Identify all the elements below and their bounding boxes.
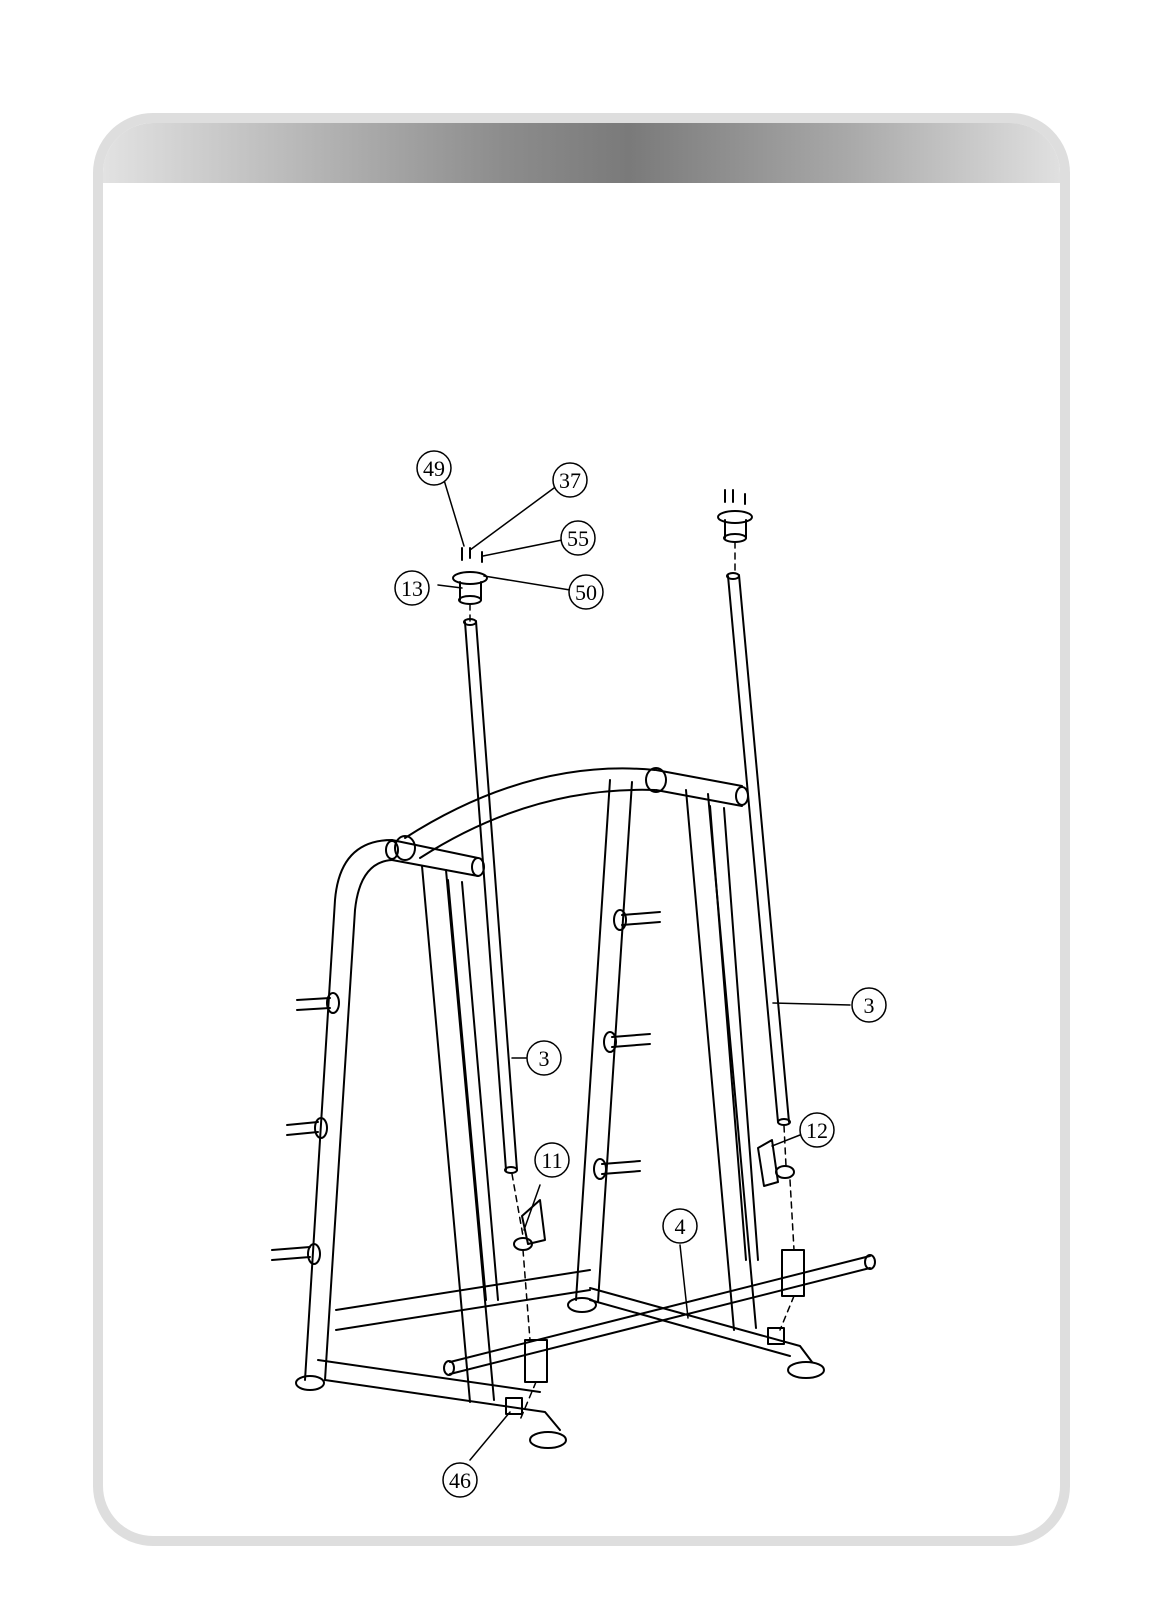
callout-37: 37: [553, 463, 587, 497]
svg-text:37: 37: [559, 468, 581, 493]
left-front-upright: [422, 866, 498, 1402]
slider-right: [758, 1140, 804, 1296]
top-cap-left: [453, 548, 487, 604]
svg-text:13: 13: [401, 576, 423, 601]
svg-text:50: 50: [575, 580, 597, 605]
top-arch: [395, 768, 666, 860]
right-top-crossbar: [656, 770, 748, 806]
callout-55: 55: [561, 521, 595, 555]
guide-rod-right: [727, 573, 790, 1125]
svg-text:11: 11: [541, 1148, 562, 1173]
callout-12: 12: [800, 1113, 834, 1147]
right-front-upright: [686, 790, 758, 1330]
svg-text:49: 49: [423, 456, 445, 481]
callout-46: 46: [443, 1463, 477, 1497]
callout-3-left: 3: [527, 1041, 561, 1075]
weight-horns-left: [272, 993, 339, 1264]
top-cap-right: [718, 490, 752, 542]
svg-text:12: 12: [806, 1118, 828, 1143]
callout-13: 13: [395, 571, 429, 605]
base-frame: [296, 1270, 824, 1448]
svg-text:4: 4: [675, 1214, 686, 1239]
callout-50: 50: [569, 575, 603, 609]
weight-horns-right: [594, 910, 660, 1179]
svg-text:55: 55: [567, 526, 589, 551]
svg-text:3: 3: [864, 993, 875, 1018]
left-rear-hoop: [305, 840, 392, 1380]
callout-4: 4: [663, 1209, 697, 1243]
svg-text:3: 3: [539, 1046, 550, 1071]
callout-11: 11: [535, 1143, 569, 1177]
callout-49: 49: [417, 451, 451, 485]
barbell: [444, 1255, 875, 1375]
svg-text:46: 46: [449, 1468, 471, 1493]
guide-rod-left: [464, 619, 517, 1173]
callout-3-right: 3: [852, 988, 886, 1022]
